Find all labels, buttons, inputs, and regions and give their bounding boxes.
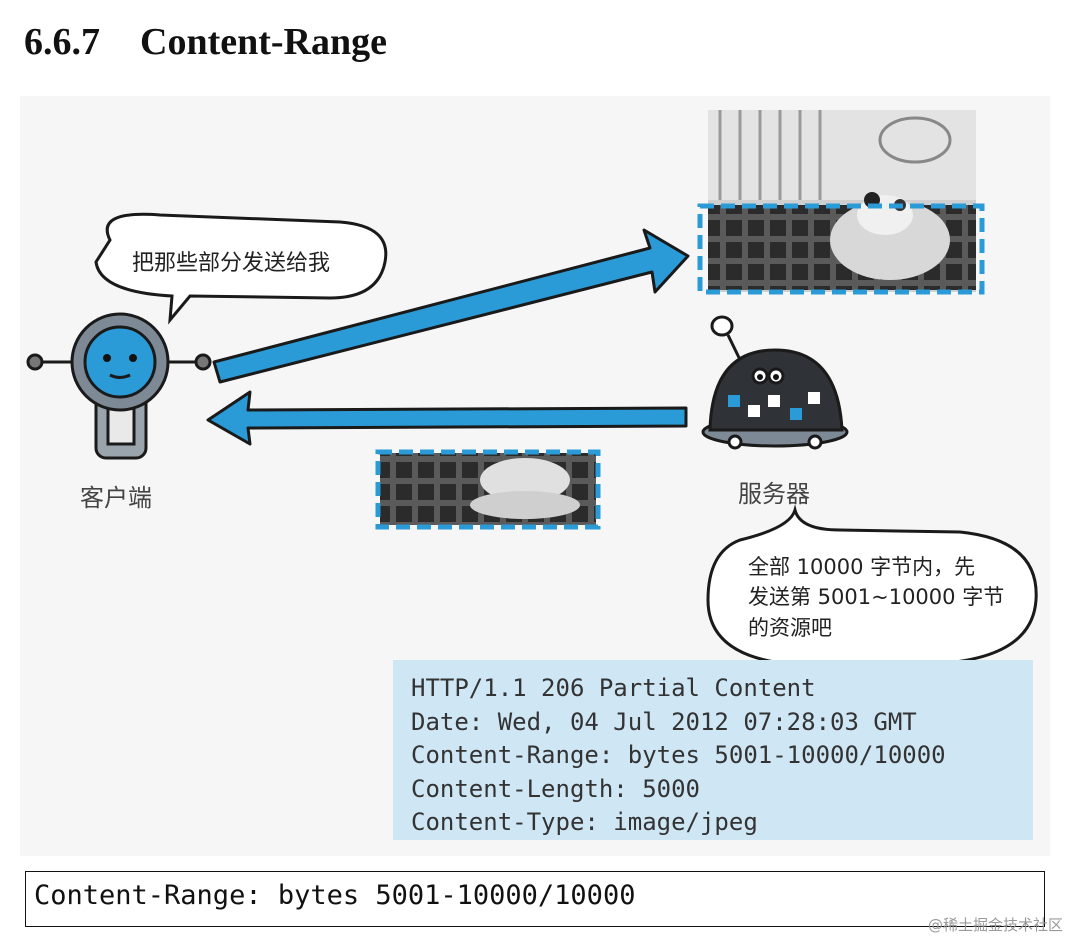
request-arrow bbox=[212, 228, 690, 384]
client-label: 客户端 bbox=[80, 484, 152, 512]
http-header-date: Date: Wed, 04 Jul 2012 07:28:03 GMT bbox=[411, 707, 917, 736]
server-bubble-line: 全部 10000 字节内，先 bbox=[748, 555, 976, 579]
server-speech-bubble bbox=[706, 504, 1038, 666]
code-example: Content-Range: bytes 5001-10000/10000 bbox=[25, 871, 1045, 927]
http-header-content-range: Content-Range: bytes 5001-10000/10000 bbox=[411, 741, 946, 769]
http-status-line: HTTP/1.1 206 Partial Content bbox=[411, 674, 816, 702]
server-bubble-line: 发送第 5001~10000 字节 bbox=[748, 585, 1005, 610]
watermark: @稀土掘金技术社区 bbox=[927, 916, 1063, 934]
client-robot-icon bbox=[26, 312, 212, 460]
client-speech-bubble bbox=[94, 212, 388, 325]
server-bubble-line: 的资源吧 bbox=[748, 615, 832, 640]
server-robot-icon bbox=[701, 315, 849, 450]
http-response-box: HTTP/1.1 206 Partial Content Date: Wed, … bbox=[393, 660, 1033, 840]
http-header-content-length: Content-Length: 5000 bbox=[411, 774, 700, 803]
partial-image bbox=[375, 449, 601, 530]
server-bubble-text: 全部 10000 字节内，先 发送第 5001~10000 字节 的资源吧 bbox=[748, 552, 1004, 643]
response-arrow bbox=[206, 390, 688, 446]
client-bubble-text: 把那些部分发送给我 bbox=[132, 251, 331, 276]
section-number: 6.6.7 bbox=[24, 21, 100, 63]
http-header-content-type: Content-Type: image/jpeg bbox=[411, 808, 758, 836]
section-heading: 6.6.7 Content-Range bbox=[24, 20, 387, 64]
server-label: 服务器 bbox=[738, 480, 810, 508]
section-title: Content-Range bbox=[140, 21, 387, 63]
full-image bbox=[697, 110, 985, 295]
